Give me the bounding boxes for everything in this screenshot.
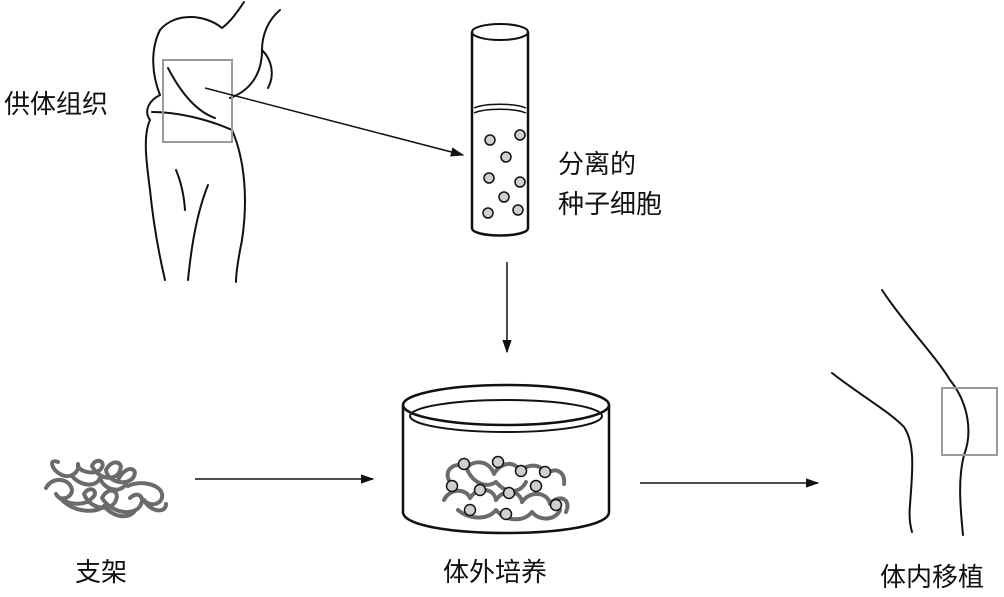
test-tube-illustration bbox=[470, 23, 530, 237]
scaffold-label: 支架 bbox=[75, 558, 128, 588]
donor-tissue-label: 供体组织 bbox=[4, 90, 109, 120]
seed-cells-label-line2: 种子细胞 bbox=[558, 190, 663, 220]
culture-dish-illustration bbox=[401, 383, 611, 535]
donor-knee-illustration bbox=[144, 1, 281, 283]
in-vivo-transplant-label: 体内移植 bbox=[880, 563, 985, 593]
seed-cells-label-line1: 分离的 bbox=[558, 150, 637, 180]
dish-cells bbox=[445, 455, 563, 521]
scaffold-illustration bbox=[44, 458, 168, 519]
donor-tissue-box bbox=[162, 59, 233, 143]
arrow-tissue-to-tube bbox=[204, 87, 465, 157]
seed-cells bbox=[482, 129, 526, 219]
in-vitro-culture-label: 体外培养 bbox=[443, 558, 548, 588]
recipient-transplant-box bbox=[941, 387, 998, 456]
recipient-knee-illustration bbox=[831, 289, 970, 536]
